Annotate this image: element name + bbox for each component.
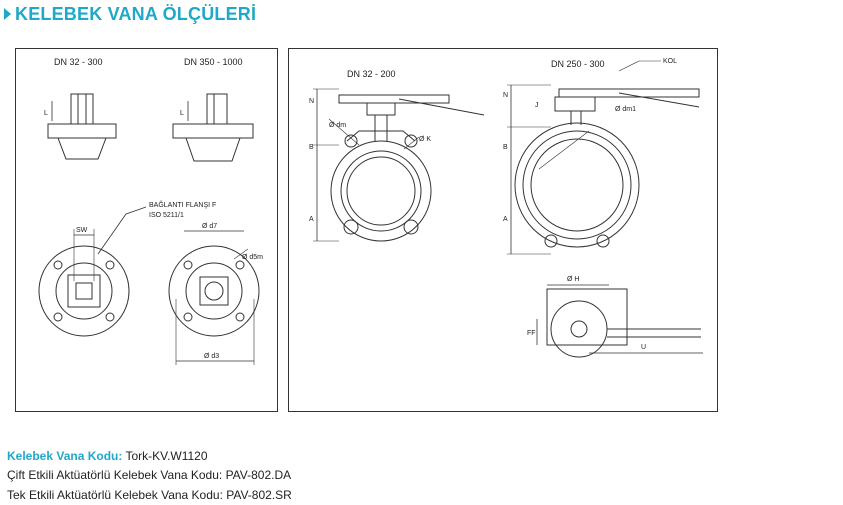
flange-standard: ISO 5211/1	[149, 212, 184, 219]
code-3-key: Tek Etkili Aktüatörlü Kelebek Vana Kodu:	[7, 488, 223, 502]
left-drawing: DN 32 - 300 DN 350 - 1000 L L BAĞLANTI F…	[38, 57, 263, 365]
dn-large-label: DN 350 - 1000	[184, 57, 243, 67]
dm-label: Ø dm	[329, 122, 346, 129]
flange-top-small	[47, 123, 117, 139]
lever-small	[338, 94, 450, 104]
code-line-1: Kelebek Vana Kodu: Tork-KV.W1120	[7, 448, 208, 464]
code-1-key: Kelebek Vana Kodu:	[7, 449, 123, 463]
lever-large	[558, 88, 700, 98]
d7-label: Ø d7	[202, 223, 217, 230]
flange-top-large	[172, 123, 254, 139]
b-label: B	[309, 144, 314, 151]
n-label: N	[309, 98, 314, 105]
dim-l-small: L	[44, 110, 48, 117]
valve-body-large	[514, 122, 640, 248]
flange-plan-left	[38, 245, 130, 337]
neck-large	[185, 137, 241, 162]
code-3-value: PAV-802.SR	[222, 488, 292, 502]
dn-large-right-label: DN 250 - 300	[551, 59, 605, 69]
d5-label: Ø d5m	[242, 254, 263, 261]
k-label: Ø K	[419, 136, 431, 143]
title-arrow-icon	[4, 8, 11, 20]
stem-small	[70, 93, 94, 125]
left-drawing-panel: DN 32 - 300 DN 350 - 1000 L L BAĞLANTI F…	[15, 48, 278, 412]
dn-small-right-label: DN 32 - 200	[347, 69, 396, 79]
flange-label: BAĞLANTI FLANŞI F	[149, 200, 216, 209]
code-1-value: Tork-KV.W1120	[122, 449, 208, 463]
a-label-large: A	[503, 216, 508, 223]
page-title: KELEBEK VANA ÖLÇÜLERİ	[4, 4, 256, 24]
n-label-large: N	[503, 92, 508, 99]
neck-small	[57, 137, 107, 160]
dn-small-label: DN 32 - 300	[54, 57, 103, 67]
code-2-value: PAV-802.DA	[222, 468, 292, 482]
sw-label: SW	[76, 227, 88, 234]
code-2-key: Çift Etkili Aktüatörlü Kelebek Vana Kodu…	[7, 468, 223, 482]
valve-body-small	[330, 140, 432, 242]
b-label-large: B	[503, 144, 508, 151]
code-line-3: Tek Etkili Aktüatörlü Kelebek Vana Kodu:…	[7, 487, 292, 503]
right-drawing-panel: DN 32 - 200 DN 250 - 300 KOL N B A Ø dm …	[288, 48, 718, 412]
d3-label: Ø d3	[204, 353, 219, 360]
j-label: J	[535, 102, 539, 109]
ff-label: FF	[527, 330, 536, 337]
dim-l-large: L	[180, 110, 184, 117]
right-drawing: DN 32 - 200 DN 250 - 300 KOL N B A Ø dm …	[309, 58, 703, 358]
kol-label: KOL	[663, 58, 677, 65]
h-label: Ø H	[567, 276, 579, 283]
flange-plan-right	[168, 245, 260, 337]
stem-large	[206, 93, 228, 125]
u-label: U	[641, 344, 646, 351]
title-text: KELEBEK VANA ÖLÇÜLERİ	[15, 3, 257, 24]
code-line-2: Çift Etkili Aktüatörlü Kelebek Vana Kodu…	[7, 467, 291, 483]
dm1-label: Ø dm1	[615, 106, 636, 113]
a-label: A	[309, 216, 314, 223]
